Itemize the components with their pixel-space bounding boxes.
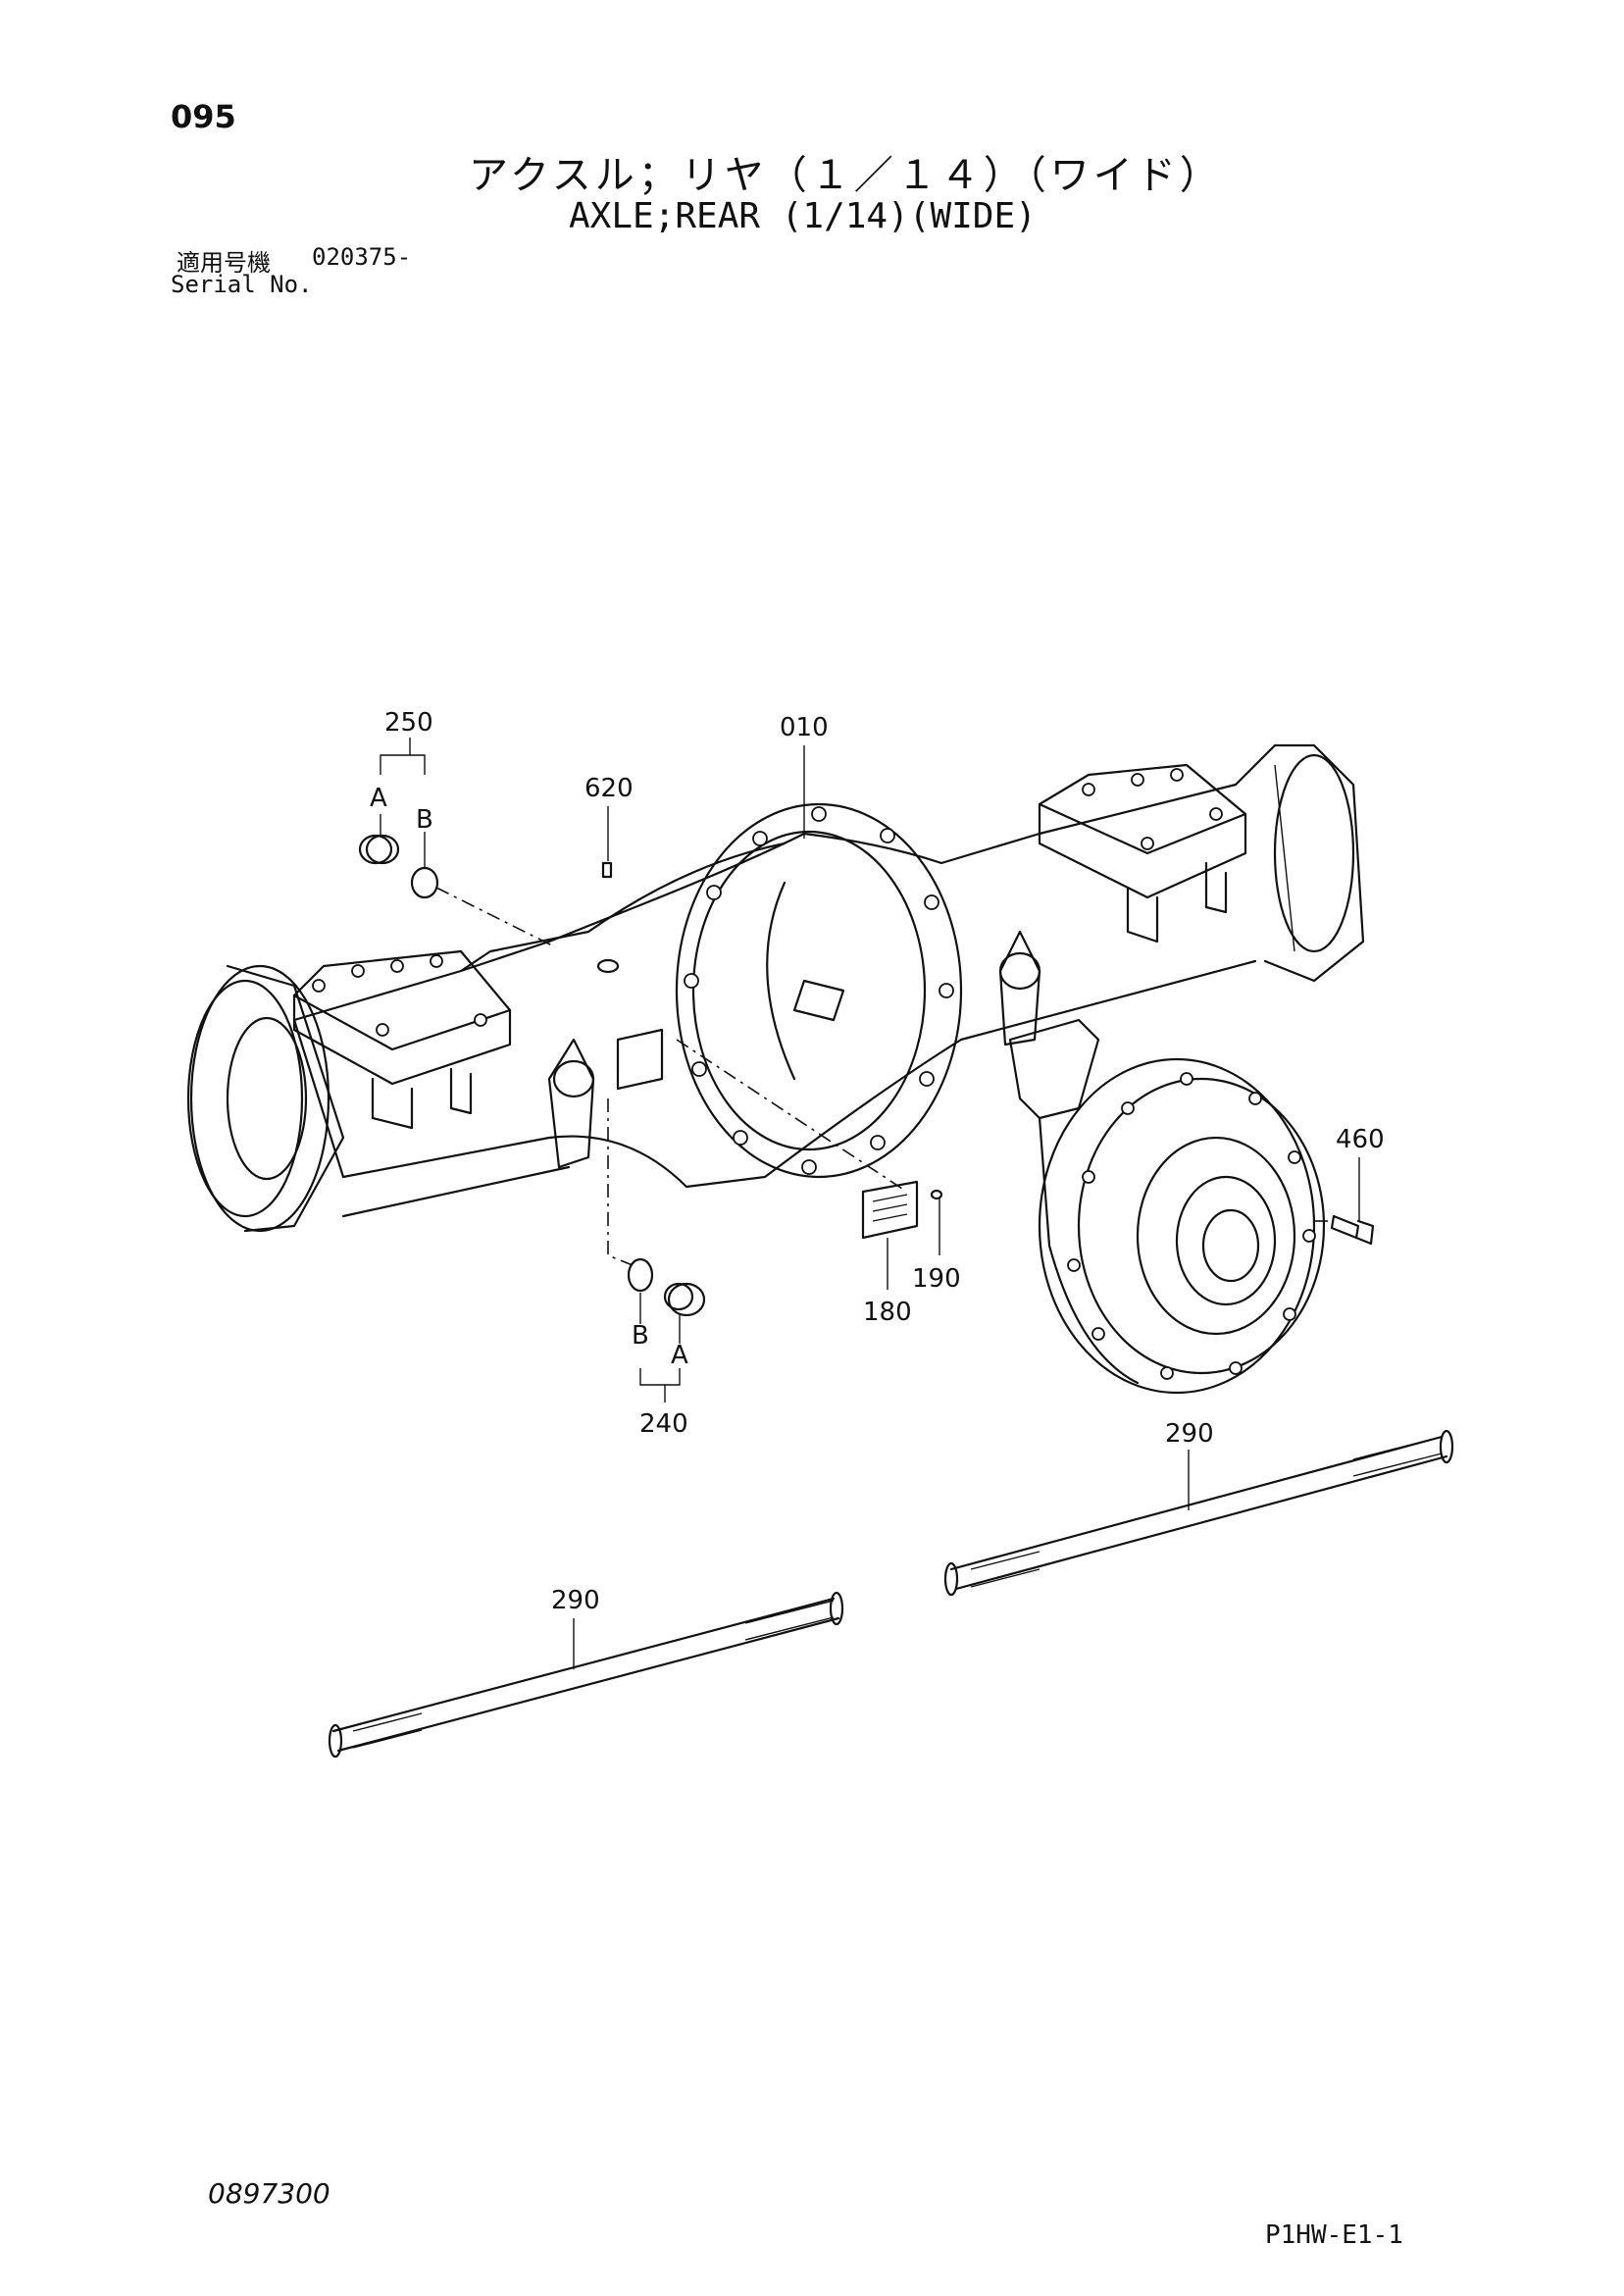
differential-carrier-drawing	[1008, 1018, 1326, 1395]
leader-lines	[380, 738, 1360, 1669]
callout-290-upper: 290	[1165, 1419, 1214, 1449]
callout-010: 010	[780, 713, 829, 742]
callout-240-a: A	[671, 1341, 688, 1370]
callout-460: 460	[1336, 1125, 1385, 1154]
callout-250-a: A	[370, 784, 387, 813]
callout-labels: 250 A B 620 010 460 190 180 B A 240 290 …	[370, 708, 1385, 1615]
shaft-290-upper-drawing	[943, 1429, 1454, 1597]
serial-number-value: 020375-	[312, 243, 412, 271]
serial-label-english: Serial No.	[171, 271, 313, 298]
title-japanese: アクスル；リヤ（１／１４）（ワイド）	[469, 153, 1223, 198]
plug-620-drawing	[601, 861, 613, 879]
callout-240: 240	[639, 1409, 688, 1439]
title-english: AXLE;REAR (1/14)(WIDE)	[569, 196, 1037, 236]
sheet-code: P1HW-E1-1	[1265, 2220, 1403, 2250]
plug-240-drawing	[627, 1257, 706, 1317]
callout-180: 180	[863, 1298, 912, 1327]
drawing-id: 0897300	[208, 2177, 330, 2210]
callout-290-lower: 290	[551, 1586, 600, 1615]
callout-250: 250	[384, 708, 433, 738]
callout-190: 190	[912, 1264, 961, 1294]
axle-housing-drawing	[186, 743, 1365, 1233]
callout-240-b: B	[632, 1321, 649, 1351]
serial-label-japanese: 適用号機	[177, 249, 271, 277]
assembly-lines	[435, 887, 1334, 1266]
callout-250-b: B	[416, 805, 433, 835]
callout-620: 620	[584, 774, 634, 803]
shaft-290-lower-drawing	[328, 1591, 844, 1759]
plug-250-drawing	[358, 834, 439, 899]
nameplate-180-drawing	[861, 1180, 943, 1240]
bolt-460-drawing	[1330, 1214, 1375, 1246]
page-number: 095	[171, 98, 236, 135]
